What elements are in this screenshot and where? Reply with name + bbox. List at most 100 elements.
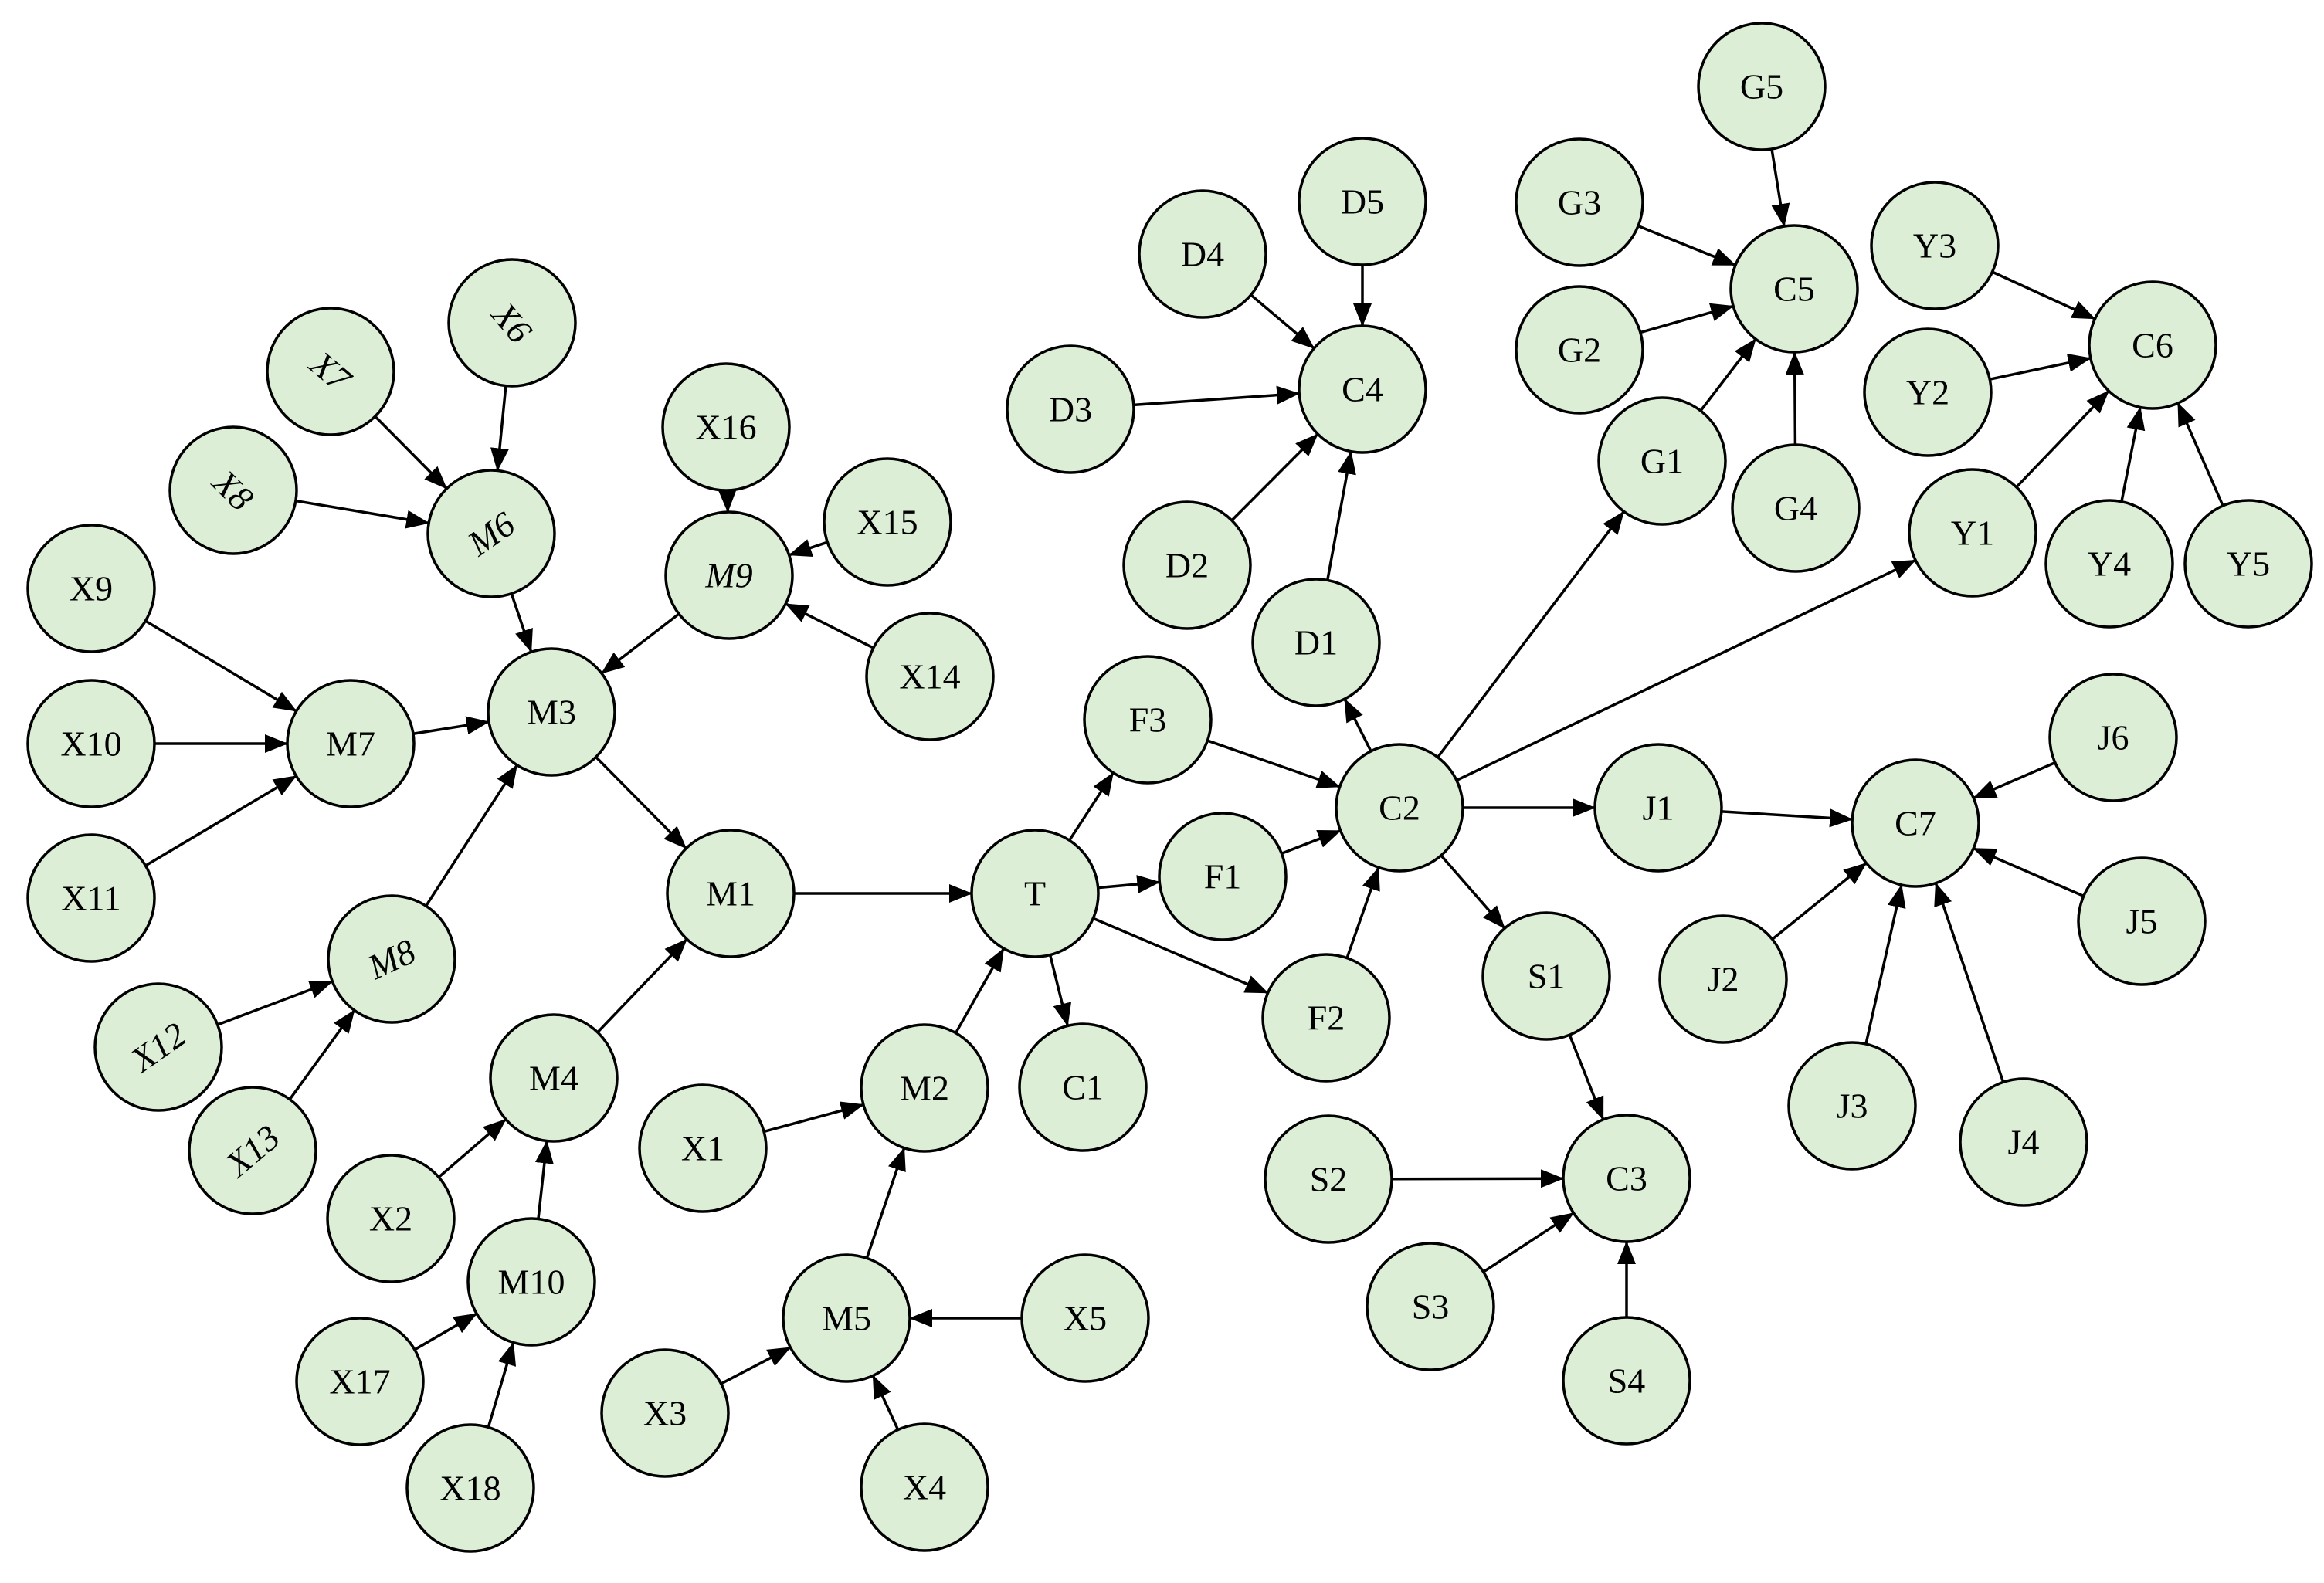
node-circle-c3 (1562, 1114, 1691, 1243)
node-circle-x3 (600, 1348, 730, 1478)
edge-x18-to-m10 (487, 1341, 517, 1428)
edge-x3-to-m5 (720, 1346, 792, 1385)
edge-x13-to-m8 (288, 1009, 355, 1100)
node-y2: Y2 (1863, 327, 1993, 457)
node-c3: C3 (1562, 1114, 1691, 1243)
node-circle-m9 (664, 510, 794, 640)
node-circle-x12 (93, 982, 223, 1112)
node-circle-c1 (1018, 1022, 1148, 1152)
node-label-d1: D1 (1294, 623, 1338, 663)
edge-d4-to-c4 (1250, 293, 1315, 349)
edge-m8-to-m3 (425, 764, 518, 907)
node-circle-x4 (860, 1422, 989, 1552)
node-label-g1: G1 (1640, 442, 1684, 481)
node-label-c7: C7 (1895, 804, 1936, 843)
node-circle-m8 (327, 894, 456, 1024)
edge-j5-to-c7 (1973, 847, 2085, 897)
node-circle-x15 (823, 457, 952, 587)
node-label-c2: C2 (1379, 788, 1420, 828)
node-label-c4: C4 (1342, 370, 1383, 409)
node-m10: M10 (466, 1217, 596, 1347)
node-circle-y4 (2044, 499, 2174, 629)
edge-g1-to-c5 (1699, 338, 1756, 412)
edge-g3-to-c5 (1637, 225, 1736, 266)
node-circle-s2 (1264, 1114, 1393, 1244)
edge-m9-to-m3 (601, 612, 680, 674)
node-label-x14: X14 (899, 657, 960, 697)
node-circle-c2 (1335, 743, 1464, 873)
node-circle-x7 (266, 307, 395, 436)
node-circle-d4 (1138, 189, 1267, 319)
edge-m4-to-m1 (596, 938, 687, 1034)
node-circle-x10 (26, 679, 156, 808)
edge-f2-to-c2 (1345, 866, 1380, 959)
node-label-j2: J2 (1708, 960, 1739, 999)
node-j2: J2 (1658, 914, 1788, 1044)
node-s3: S3 (1366, 1242, 1495, 1371)
edge-t-to-f1 (1098, 875, 1161, 893)
node-label-x4: X4 (903, 1468, 946, 1507)
node-c5: C5 (1729, 224, 1859, 354)
edge-j4-to-c7 (1934, 882, 2005, 1083)
edge-x11-to-m7 (144, 775, 297, 867)
node-x10: X10 (26, 679, 156, 808)
node-label-g3: G3 (1558, 183, 1601, 222)
node-d2: D2 (1122, 500, 1252, 630)
node-c6: C6 (2088, 280, 2217, 410)
node-x4: X4 (860, 1422, 989, 1552)
node-circle-g4 (1731, 443, 1861, 573)
node-label-x9: X9 (70, 569, 113, 608)
node-circle-x6 (447, 258, 577, 388)
node-x6: X6 (447, 258, 577, 388)
node-m5: M5 (782, 1253, 911, 1383)
edge-m10-to-m4 (534, 1140, 554, 1219)
edge-m6-to-m3 (510, 593, 533, 653)
node-circle-x11 (26, 833, 156, 963)
node-m8: M8 (327, 894, 456, 1024)
node-label-x5: X5 (1064, 1299, 1107, 1338)
node-circle-m6 (426, 469, 556, 598)
node-x11: X11 (26, 833, 156, 963)
node-label-g5: G5 (1740, 67, 1783, 107)
node-circle-g1 (1597, 396, 1727, 526)
edge-y5-to-c6 (2176, 402, 2224, 507)
node-label-x16: X16 (695, 408, 756, 447)
edge-g4-to-c5 (1785, 351, 1804, 446)
node-label-d2: D2 (1165, 546, 1209, 585)
node-circle-y5 (2183, 499, 2313, 629)
node-label-m10: M10 (498, 1263, 565, 1302)
edge-g2-to-c5 (1640, 303, 1735, 334)
node-j5: J5 (2077, 856, 2207, 986)
node-m1: M1 (666, 829, 796, 958)
node-label-m2: M2 (900, 1069, 949, 1108)
edge-t-to-f2 (1092, 917, 1269, 995)
node-circle-x14 (865, 612, 995, 741)
node-circle-d1 (1251, 578, 1381, 707)
node-circle-f3 (1083, 655, 1213, 785)
node-c4: C4 (1298, 324, 1427, 454)
edge-x2-to-m4 (437, 1118, 507, 1178)
edge-x14-to-m9 (785, 602, 874, 649)
node-circle-m10 (466, 1217, 596, 1347)
node-circle-x1 (638, 1083, 768, 1213)
edge-j3-to-c7 (1864, 884, 1906, 1045)
node-j1: J1 (1593, 743, 1723, 873)
node-circle-y3 (1870, 181, 2000, 310)
edge-m3-to-m1 (595, 756, 687, 849)
edge-t-to-f3 (1068, 771, 1115, 842)
node-label-s3: S3 (1412, 1287, 1450, 1327)
edge-m5-to-m2 (865, 1147, 906, 1259)
node-x3: X3 (600, 1348, 730, 1478)
edge-d2-to-c4 (1230, 433, 1318, 522)
edge-j6-to-c7 (1973, 761, 2056, 799)
node-x13: X13 (188, 1086, 317, 1215)
edge-x1-to-m2 (763, 1101, 864, 1134)
node-circle-m5 (782, 1253, 911, 1383)
node-t: T (970, 829, 1100, 958)
node-label-x15: X15 (857, 503, 918, 542)
edge-y3-to-c6 (1991, 270, 2096, 320)
node-label-x18: X18 (439, 1469, 500, 1508)
node-y5: Y5 (2183, 499, 2313, 629)
edge-c2-to-y1 (1456, 559, 1916, 782)
